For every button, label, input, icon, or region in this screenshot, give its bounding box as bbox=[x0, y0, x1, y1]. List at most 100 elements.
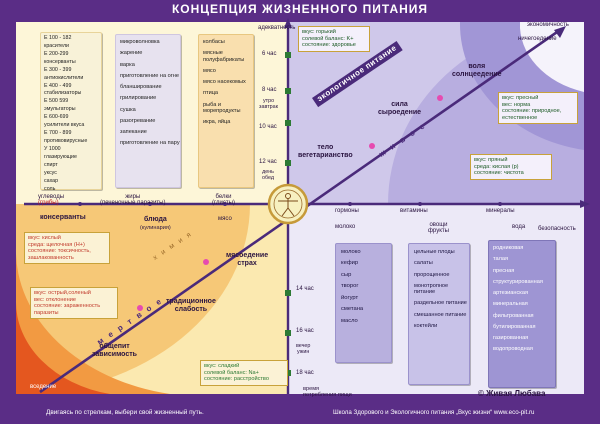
info-line: состояние: расстройство bbox=[204, 376, 269, 383]
info-line: состояние: природное, bbox=[502, 108, 562, 115]
plant-item: коктейли bbox=[414, 322, 438, 329]
additive-item: У 1000 bbox=[44, 145, 61, 152]
cooking-item: варка bbox=[120, 61, 135, 68]
cooking-item: запекание bbox=[120, 129, 147, 135]
left-cat-carbs: углеводы(грибы) bbox=[38, 194, 65, 207]
cooking-item: разогревание bbox=[120, 117, 156, 124]
water-item: фильтрованная bbox=[493, 312, 534, 319]
axis-top-right-label: экономичность bbox=[527, 22, 569, 28]
info-line: вес: норма bbox=[502, 101, 531, 108]
page-title: КОНЦЕПЦИЯ ЖИЗНЕННОГО ПИТАНИЯ bbox=[171, 2, 429, 16]
info-line: среда: кислая (р) bbox=[474, 163, 519, 170]
additive-item: Е 600-699 bbox=[44, 114, 69, 121]
info-line: вкус: сладкий bbox=[204, 363, 240, 369]
card-cooking: микроволновка жарение варка приготовление н… bbox=[115, 34, 181, 188]
right-cat-minerals: минералы bbox=[486, 208, 515, 214]
right-cat-hormones: гормоны bbox=[335, 208, 359, 214]
plant-item: раздельное питание bbox=[414, 300, 467, 307]
water-item: бутилированная bbox=[493, 323, 536, 330]
dairy-item: кефир bbox=[341, 260, 359, 267]
left-cat-proteins: белки(глисты) bbox=[212, 194, 235, 207]
plant-item: цельные плоды bbox=[414, 249, 455, 255]
time-12: 12 час bbox=[259, 159, 277, 165]
additive-item: Е 400 - 499 bbox=[44, 82, 72, 89]
axis-bottom-left-label: вседение bbox=[30, 384, 57, 390]
info-line: вес: отклонение bbox=[34, 296, 76, 303]
info-line: естественное bbox=[502, 114, 538, 121]
info-line: солевой баланс: Na+ bbox=[204, 369, 259, 376]
dairy-item: творог bbox=[341, 283, 359, 290]
axis-right-label: безопасность bbox=[538, 226, 576, 232]
info-line: состояние: токсичность, bbox=[28, 248, 91, 255]
footer-right: Школа Здорового и Экологичного питания „… bbox=[333, 409, 535, 416]
axis-bottom-label: время потребления пищи bbox=[303, 386, 352, 399]
meat-item: мясо насекомых bbox=[203, 79, 246, 85]
zone-konservanty: консерванты bbox=[40, 214, 86, 221]
time-8: 8 час bbox=[262, 87, 277, 93]
plant-item: пророщенное bbox=[414, 271, 450, 278]
water-item: пресная bbox=[493, 267, 515, 274]
water-item: минеральная bbox=[493, 301, 528, 308]
additive-item: противовирусные bbox=[44, 137, 88, 144]
footer-left: Двигаясь по стрелкам, выбери свой жизнен… bbox=[46, 409, 204, 416]
water-item: газированная bbox=[493, 335, 529, 341]
axis-top-label: адекватность bbox=[258, 25, 296, 31]
dairy-item: масло bbox=[341, 317, 358, 324]
additive-item: соль bbox=[44, 185, 56, 192]
cooking-item: приготовление на огне bbox=[120, 72, 179, 79]
info-line: среда: щелочная (H+) bbox=[28, 241, 85, 248]
dairy-item: молоко bbox=[341, 249, 361, 255]
info-line: состояние: здоровье bbox=[302, 42, 356, 49]
bottom-left-band-2 bbox=[15, 248, 171, 394]
dairy-item: сметана bbox=[341, 306, 364, 313]
additive-item: эмульгаторы bbox=[44, 106, 76, 113]
info-line: вкус: горький bbox=[302, 29, 336, 35]
cooking-item: жарение bbox=[120, 50, 143, 57]
time-6: 6 час bbox=[262, 51, 277, 57]
water-item: артезианская bbox=[493, 290, 528, 296]
water-item: талая bbox=[493, 256, 509, 263]
cooking-item: микроволновка bbox=[120, 39, 160, 45]
bottom-cat-water: вода bbox=[512, 224, 526, 230]
meat-item: птица bbox=[203, 90, 219, 97]
card-dairy: молоко кефир сыр творог йогурт сметана масло bbox=[335, 243, 392, 363]
zone-myaso: мясо bbox=[218, 216, 232, 222]
meat-item: икра, яйца bbox=[203, 119, 231, 125]
meat-item: мясо bbox=[203, 67, 216, 74]
zone-nichego: ничегоедение bbox=[518, 36, 557, 42]
info-line: солевой баланс: K+ bbox=[302, 35, 354, 42]
info-line: состояние: чистота bbox=[474, 170, 524, 177]
time-16: 16 час bbox=[296, 328, 314, 334]
info-line: вкус: пресный bbox=[502, 95, 539, 101]
right-cat-vitamins: витамины bbox=[400, 208, 428, 214]
copyright: © Живая Любава bbox=[478, 389, 546, 398]
left-cat-fats: жиры(печеночные паразиты) bbox=[100, 194, 166, 207]
meat-item: колбасы bbox=[203, 39, 225, 45]
dairy-item: йогурт bbox=[341, 294, 359, 301]
additive-item: сахар bbox=[44, 177, 59, 184]
top-right-band-3 bbox=[519, 22, 584, 92]
plant-item: монотропное питание bbox=[414, 282, 449, 295]
additive-item: консерванты bbox=[44, 58, 76, 65]
additive-item: глазирующие bbox=[44, 153, 77, 160]
info-line: состояние: зараженность bbox=[34, 303, 101, 310]
additive-item: Е 300 - 399 bbox=[44, 66, 72, 73]
plant-item: смешанное питание bbox=[414, 311, 467, 318]
cooking-item: грилирование bbox=[120, 95, 157, 102]
dairy-item: сыр bbox=[341, 271, 352, 278]
additive-item: усилители вкуса bbox=[44, 122, 85, 129]
bottom-left-band-3 bbox=[15, 300, 110, 394]
